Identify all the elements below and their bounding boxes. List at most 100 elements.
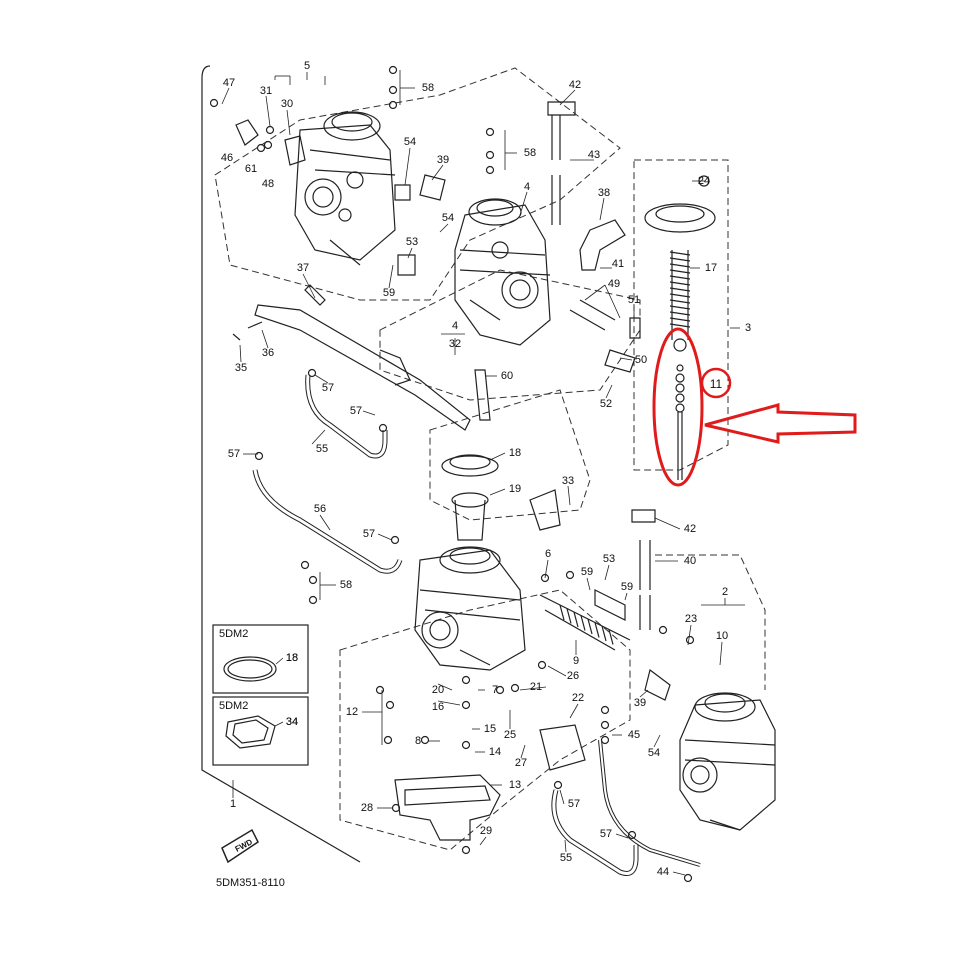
part-label: 41: [611, 258, 625, 270]
part-label: 59: [382, 287, 396, 299]
part-label: 33: [561, 475, 575, 487]
small-fitting: [600, 735, 610, 745]
part-label: 59: [620, 581, 634, 593]
elbow-fitting-38: [579, 219, 626, 271]
leader-line: [275, 657, 284, 665]
leader-line: [261, 329, 269, 349]
part-label: 45: [627, 729, 641, 741]
small-fitting: [383, 735, 393, 745]
leader-line: [520, 744, 526, 759]
throttle-bore-bottom-right: [682, 757, 718, 793]
small-fitting: [461, 740, 471, 750]
inset-box-part-2: 34: [285, 716, 299, 728]
callout-label: 11: [709, 377, 723, 391]
small-fitting: [420, 735, 430, 745]
leader-line: [605, 384, 613, 399]
small-fitting: [485, 127, 495, 137]
leader-line: [439, 223, 449, 233]
part-label: 14: [488, 746, 502, 758]
carb-fitting: [346, 171, 364, 189]
small-fitting: [307, 368, 317, 378]
part-label: 17: [704, 262, 718, 274]
carburetor-top-bottom-left: [439, 546, 501, 574]
small-fitting: [461, 675, 471, 685]
jet-needle: [677, 412, 683, 480]
part-label: 28: [360, 802, 374, 814]
leader-line: [653, 734, 661, 748]
part-label: 23: [684, 613, 698, 625]
carburetor-top-bottom-left: [449, 547, 491, 565]
small-fitting: [461, 700, 471, 710]
callout-ellipse: [652, 327, 704, 487]
collar-39: [644, 668, 671, 701]
leader-line: [314, 374, 329, 384]
hose-56: [252, 469, 403, 574]
small-fitting: [495, 685, 505, 695]
part-label: 36: [261, 347, 275, 359]
spring-53: [397, 254, 416, 276]
spring-coil: [669, 305, 691, 310]
small-fitting: [388, 85, 398, 95]
carburetor-body-top-left: [294, 124, 396, 261]
part-label: 55: [315, 443, 329, 455]
leader-line: [519, 686, 547, 691]
leader-line: [274, 721, 284, 727]
needle-washer: [675, 383, 685, 393]
spring-coil: [559, 604, 565, 621]
part-label: 49: [607, 278, 621, 290]
part-label: 37: [296, 262, 310, 274]
inset-gasket-34: [232, 719, 269, 744]
part-label: 35: [234, 362, 248, 374]
leader-line: [639, 689, 649, 698]
part-label: 19: [508, 483, 522, 495]
leader-line: [388, 264, 394, 289]
part-label: 43: [587, 149, 601, 161]
leader-line: [437, 683, 453, 691]
part-label: 53: [602, 553, 616, 565]
small-fitting: [553, 780, 563, 790]
part-label: 9: [572, 655, 580, 667]
part-label: 32: [448, 338, 462, 350]
leader-line: [239, 344, 242, 363]
small-fitting: [565, 570, 575, 580]
part-label: 57: [321, 382, 335, 394]
part-label: 58: [421, 82, 435, 94]
spring-coil: [608, 629, 614, 645]
part-label: 39: [633, 697, 647, 709]
spring-coil: [669, 323, 691, 328]
leader-line: [221, 87, 230, 105]
small-fitting: [391, 803, 401, 813]
small-fitting: [254, 451, 264, 461]
carburetor-cap-top-right: [468, 198, 522, 226]
leader-line: [586, 577, 591, 591]
tee-fitting-42: [547, 101, 576, 116]
inset-o-ring-18: [227, 659, 273, 679]
part-label: 58: [523, 147, 537, 159]
part-label: 22: [571, 692, 585, 704]
leader-line: [519, 191, 528, 216]
leader-line: [311, 429, 326, 445]
part-label: 8: [414, 735, 422, 747]
part-label: 58: [339, 579, 353, 591]
leader-line: [362, 410, 376, 416]
spring-coil: [669, 275, 691, 280]
leader-line: [619, 357, 633, 361]
inset-box-1: [212, 624, 309, 694]
vent-tube-43: [551, 115, 561, 225]
gasket-30: [284, 135, 306, 166]
part-label: 56: [313, 503, 327, 515]
spring-53: [594, 589, 626, 621]
part-label: 13: [508, 779, 522, 791]
vent-tube-40: [639, 540, 651, 630]
small-fitting: [537, 660, 547, 670]
carburetor-cap-top-right: [476, 199, 514, 217]
group-outline-piston: [633, 159, 729, 471]
carburetor-body-bottom-left: [414, 549, 526, 671]
part-label: 57: [227, 448, 241, 460]
tee-fitting-42: [631, 509, 656, 523]
part-label: 57: [567, 798, 581, 810]
inset-box-title-1: 5DM2: [219, 628, 249, 640]
spring-coil: [580, 615, 586, 631]
rod-60: [474, 369, 491, 421]
